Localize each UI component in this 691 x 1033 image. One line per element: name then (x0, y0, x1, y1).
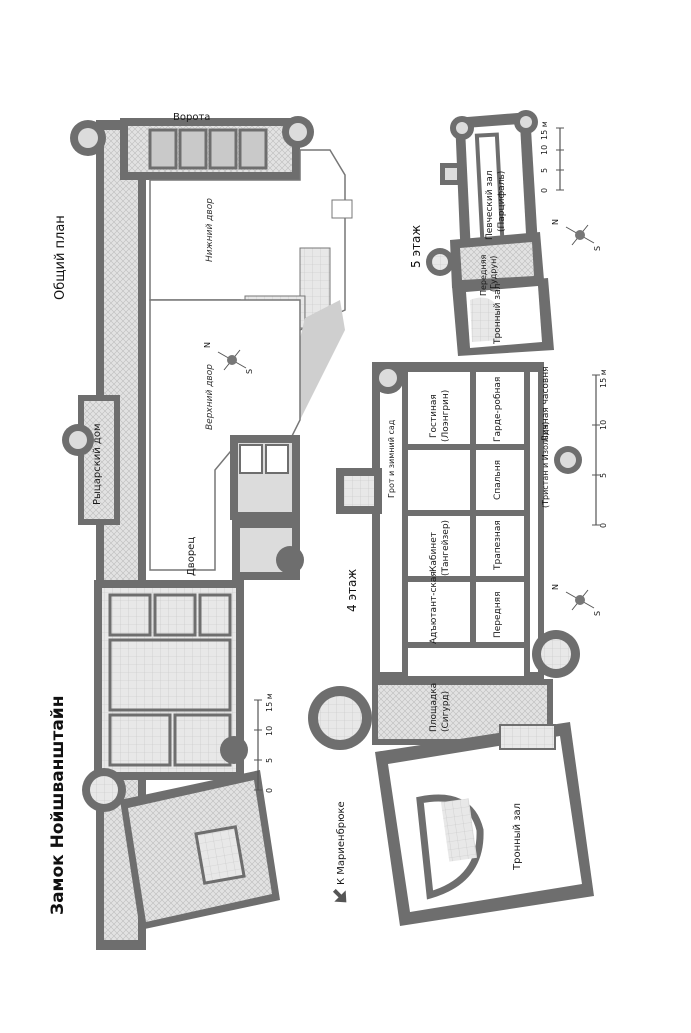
label-landing-sub: (Сигурд) (441, 691, 451, 732)
label-anteroom-4: Передняя (493, 592, 503, 639)
floor5-scale: 0 5 10 15 м (540, 121, 564, 193)
scale-tick-5: 5 (265, 758, 274, 763)
floor4-compass-north: N (551, 584, 560, 590)
scale-tick-0: 0 (265, 788, 274, 793)
label-knights-house: Рыцарский дом (92, 424, 103, 506)
throne-apse (416, 794, 484, 900)
label-bedroom-sub: (Тристан и Изольда) (541, 422, 550, 508)
compass-south: S (245, 369, 254, 374)
general-plan-scale: 0 5 10 15 м (254, 693, 274, 793)
floor4-scale: 0 5 10 15 м (592, 369, 608, 528)
floor5-plan (426, 110, 554, 356)
label-living-room-sub: (Лоэнгрин) (441, 390, 451, 442)
floor4-scale-tick-15: 15 м (599, 369, 608, 388)
label-study-sub: (Тангейзер) (441, 520, 451, 576)
arrow-icon (332, 888, 347, 903)
scale-tick-15: 15 м (265, 693, 274, 712)
label-anteroom-5-sub: (Гудрун) (489, 256, 498, 292)
floor4-scale-tick-5: 5 (599, 473, 608, 478)
label-gate: Ворота (173, 112, 210, 123)
label-lower-court: Нижний двор (205, 198, 215, 262)
floor4-compass: N S (551, 584, 602, 616)
floor4-plan (308, 362, 594, 926)
floor5-scale-tick-0: 0 (540, 188, 549, 193)
floor5-compass-north: N (551, 219, 560, 225)
label-living-room: Гостиная (429, 394, 439, 438)
label-grotto: Грот и зимний сад (387, 419, 396, 498)
label-study: Кабинет (429, 532, 439, 572)
label-throne-hall-4: Тронный зал (512, 803, 523, 871)
label-upper-court: Верхний двор (205, 364, 215, 430)
heading-general-plan: Общий план (53, 215, 68, 300)
compass-north: N (203, 342, 212, 348)
label-bedroom: Спальня (493, 460, 503, 500)
label-singers-hall-sub: (Парцифаль) (497, 171, 507, 232)
floor5-compass-south: S (593, 246, 602, 251)
floor4-rooms (380, 372, 538, 676)
label-adjutant: Адъютант-ская (429, 571, 439, 644)
floor4-scale-tick-10: 10 (599, 420, 608, 430)
general-plan-compass: N S (203, 342, 254, 374)
label-anteroom-5: Передняя (479, 254, 488, 296)
page-title: Замок Нойшванштайн (48, 696, 68, 915)
label-dining-room: Трапезная (493, 520, 503, 571)
label-to-marienbrucke: К Мариенбрюке (336, 801, 347, 885)
label-landing: Площадка (429, 683, 439, 732)
gate-rooms (148, 128, 268, 170)
floor4-scale-tick-0: 0 (599, 523, 608, 528)
floor5-scale-tick-15: 15 м (540, 121, 549, 140)
heading-floor4: 4 этаж (345, 569, 359, 612)
floor5-scale-tick-5: 5 (540, 168, 549, 173)
floor5-scale-tick-10: 10 (540, 145, 549, 155)
label-singers-hall: Певческий зал (485, 171, 495, 240)
heading-floor5: 5 этаж (409, 225, 423, 268)
scale-tick-10: 10 (265, 726, 274, 736)
floor4-compass-south: S (593, 611, 602, 616)
label-palace: Дворец (186, 537, 197, 576)
palace-rooms (108, 593, 232, 767)
label-dressing-room: Гарде-робная (493, 377, 503, 442)
label-chapel: Личная часовня (541, 367, 551, 443)
marienbrucke-pointer: К Мариенбрюке (332, 801, 347, 903)
floor5-compass: N S (551, 219, 602, 251)
general-plan: 0 5 10 15 м N S (62, 116, 353, 950)
label-throne-hall-5: Тронный зал (493, 284, 503, 345)
